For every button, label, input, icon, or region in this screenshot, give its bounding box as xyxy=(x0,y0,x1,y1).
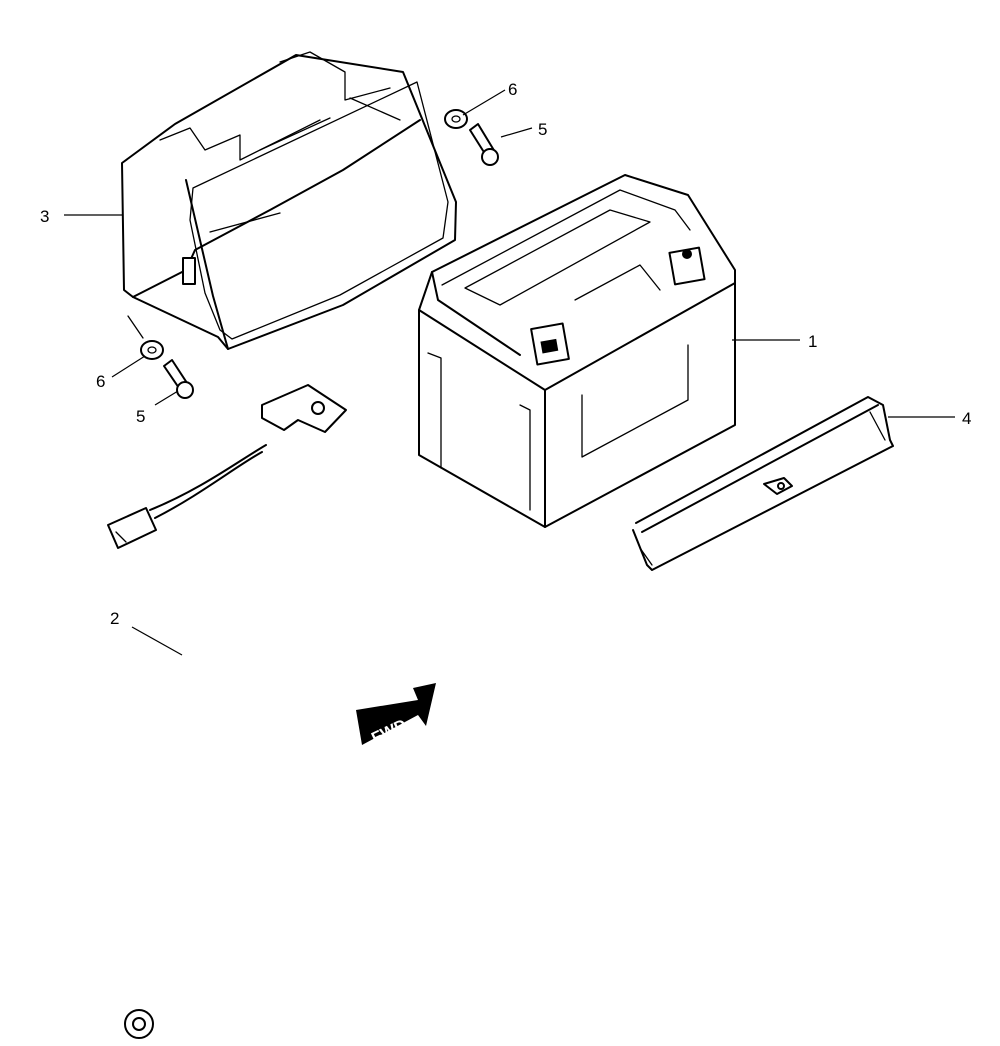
callout-ground-cable: 2 xyxy=(110,609,119,628)
callout-bolt-bottom: 5 xyxy=(136,407,145,426)
leader-lines xyxy=(64,89,955,656)
bolt-bottom xyxy=(163,359,194,399)
washer-bottom xyxy=(140,340,164,360)
battery-cover xyxy=(121,51,457,350)
callout-battery: 1 xyxy=(808,332,817,351)
callout-washer-top: 6 xyxy=(508,80,517,99)
callout-washer-bottom: 6 xyxy=(96,372,105,391)
bolt-top xyxy=(469,123,499,166)
callout-battery-cover: 3 xyxy=(40,207,49,226)
callout-battery-strap: 4 xyxy=(962,409,971,428)
battery xyxy=(418,174,736,528)
washer-top xyxy=(444,109,468,129)
ground-cable xyxy=(107,384,347,1039)
callout-bolt-top: 5 xyxy=(538,120,547,139)
forward-arrow-icon: FWD xyxy=(356,683,436,747)
battery-strap xyxy=(632,396,894,571)
